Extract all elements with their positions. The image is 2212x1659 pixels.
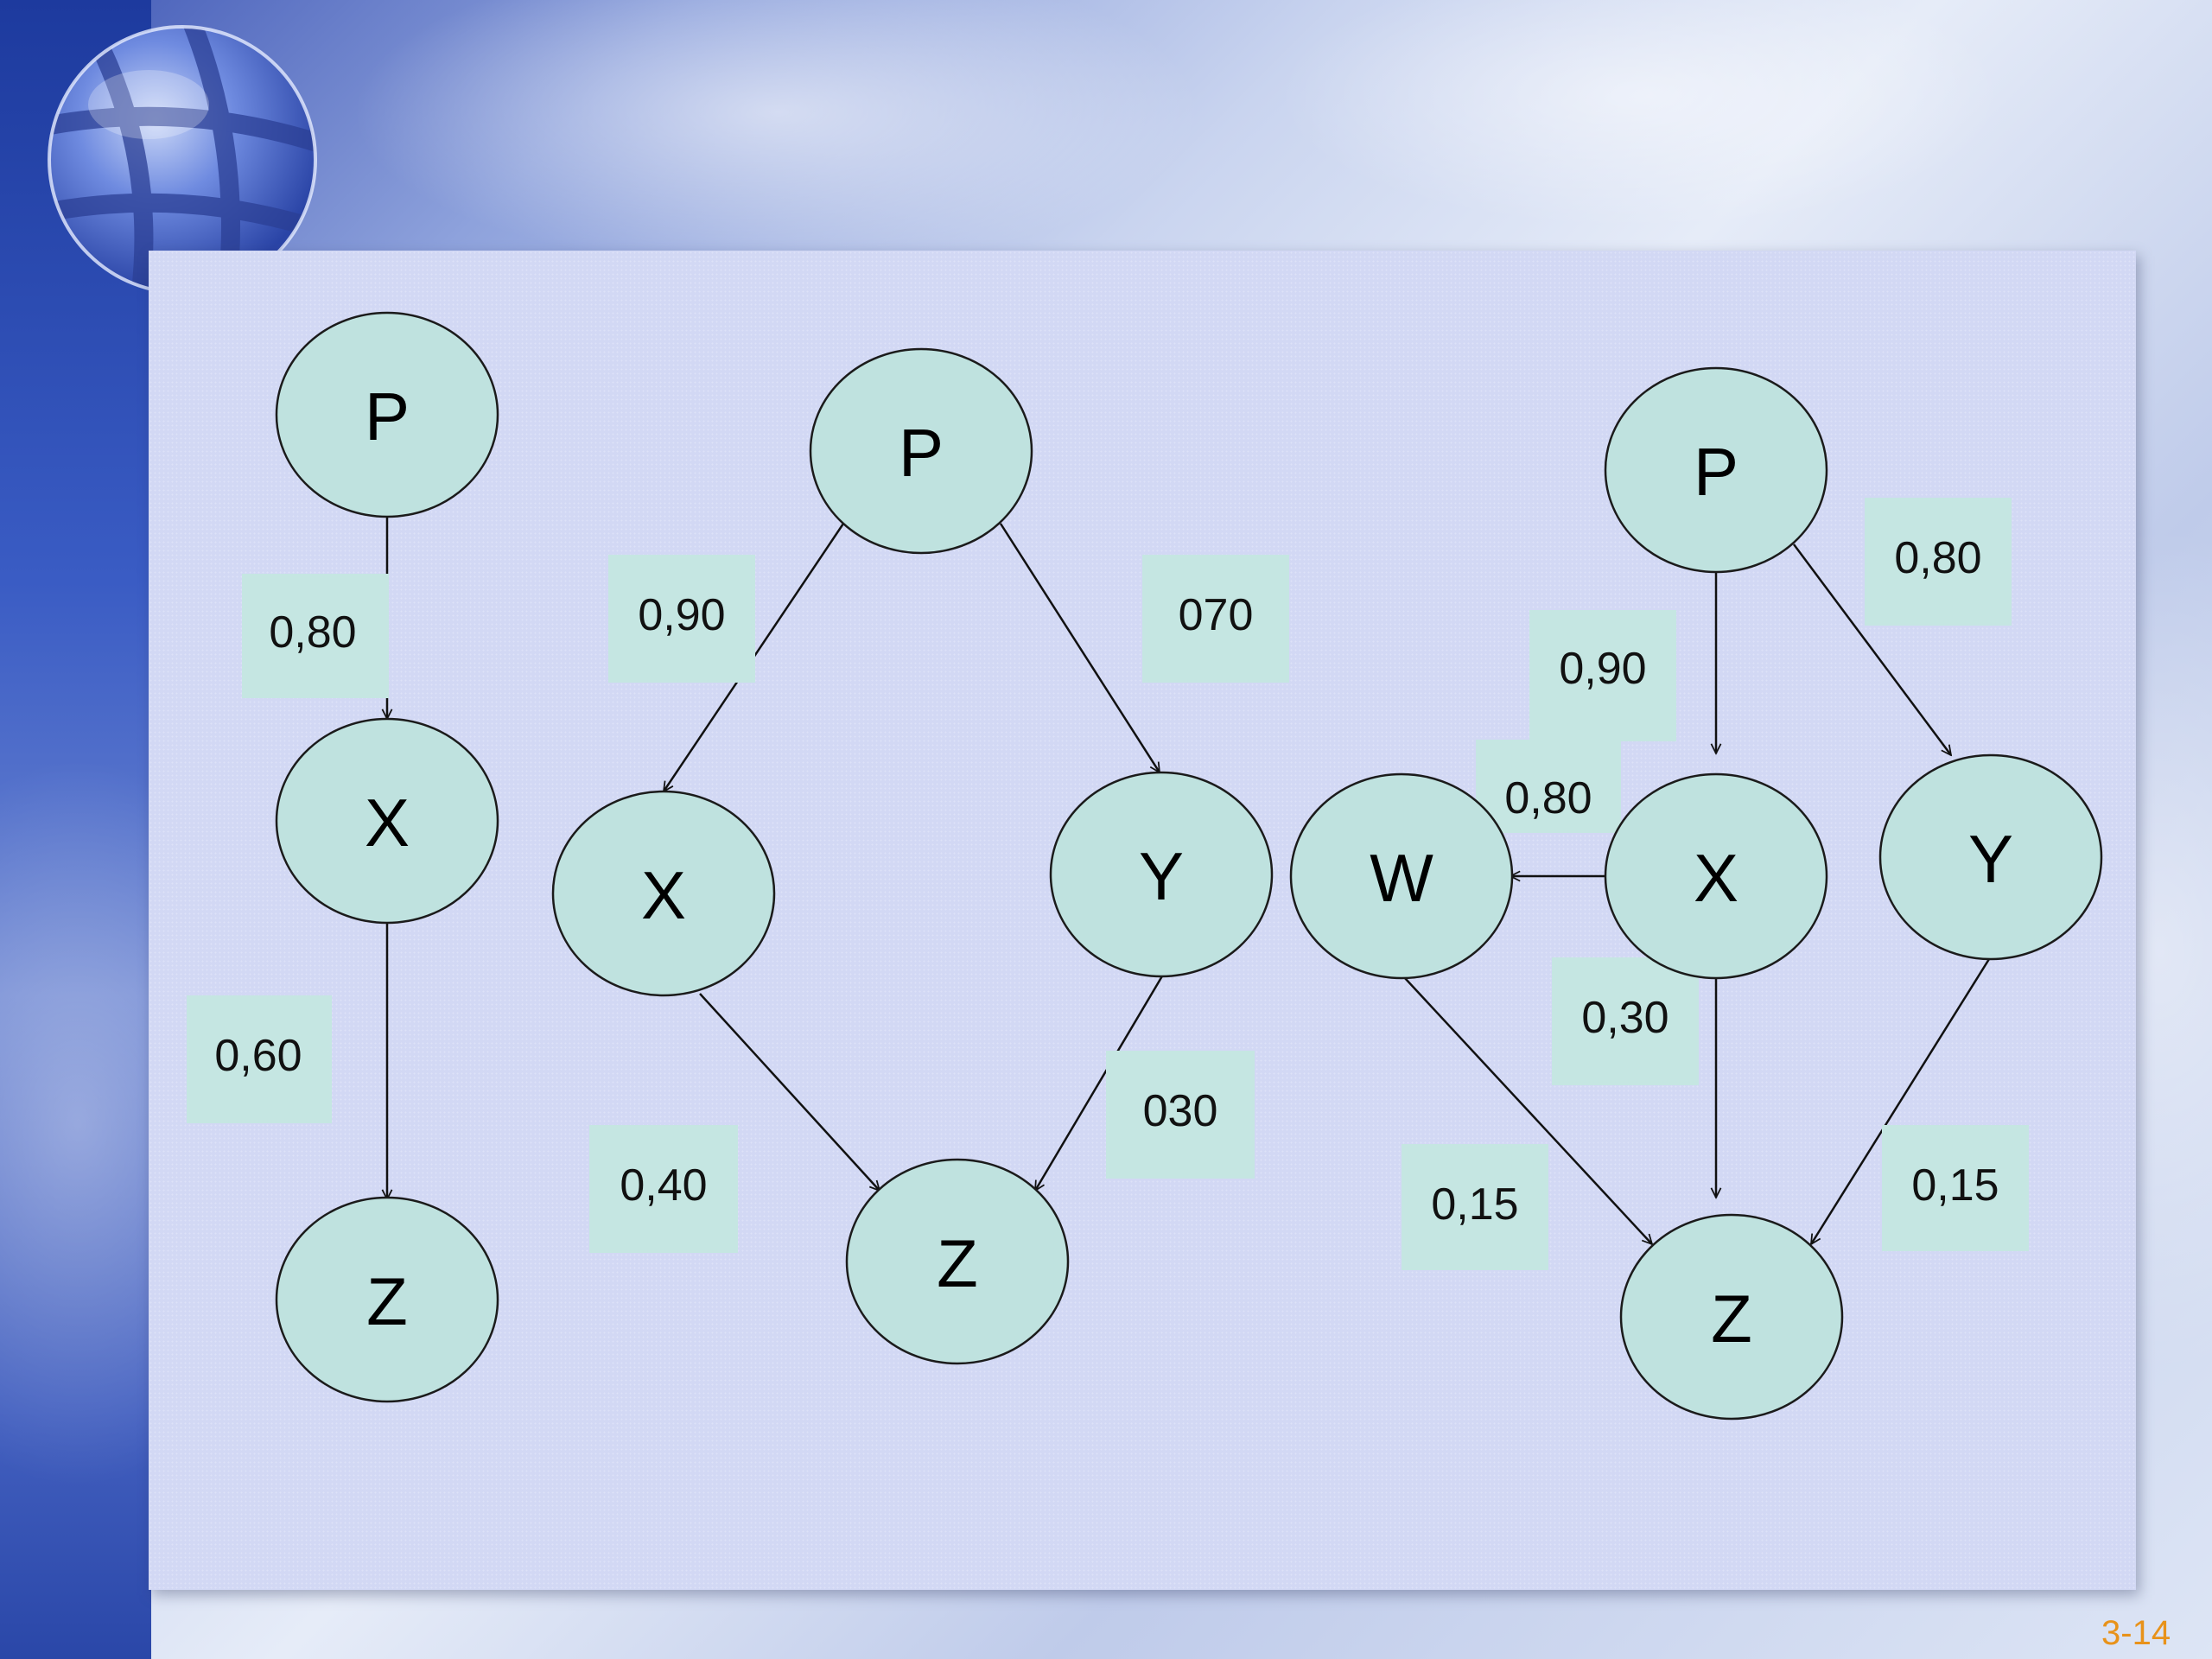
diagram-3: 0,90 0,80 0,80 0,30 0,15 0,15 P W — [1289, 366, 2103, 1421]
svg-text:0,80: 0,80 — [1504, 773, 1592, 823]
diagram-1: 0,80 0,60 P X Z — [187, 311, 499, 1403]
svg-text:0,15: 0,15 — [1431, 1179, 1518, 1230]
svg-text:0,80: 0,80 — [269, 607, 356, 658]
svg-text:0,40: 0,40 — [620, 1160, 707, 1211]
svg-text:P: P — [899, 415, 944, 491]
svg-text:P: P — [365, 378, 410, 454]
svg-text:X: X — [641, 857, 686, 933]
edge-d3-y-z — [1809, 958, 1991, 1244]
edge-d2-x-z — [699, 993, 880, 1191]
edge-label-d3-p-x: 0,90 — [1529, 610, 1676, 741]
node-d3-w: W — [1289, 772, 1514, 980]
svg-text:0,15: 0,15 — [1911, 1160, 1999, 1211]
globe-logo-icon — [48, 25, 317, 295]
edge-label-d2-p-x: 0,90 — [608, 555, 755, 683]
svg-text:Z: Z — [937, 1225, 978, 1301]
edge-d3-p-y — [1792, 543, 1951, 755]
edge-label-d3-p-y: 0,80 — [1865, 498, 2012, 626]
svg-text:Z: Z — [366, 1263, 408, 1339]
node-d2-y: Y — [1049, 771, 1274, 978]
edge-label-d2-y-z: 030 — [1106, 1051, 1255, 1179]
edge-label-d1-x-z: 0,60 — [187, 995, 332, 1123]
node-d3-x: X — [1604, 772, 1828, 980]
svg-text:0,30: 0,30 — [1581, 993, 1669, 1043]
svg-text:X: X — [1694, 840, 1738, 916]
svg-text:0,90: 0,90 — [638, 590, 725, 640]
node-d3-z: Z — [1619, 1213, 1844, 1421]
node-d3-p: P — [1604, 366, 1828, 574]
svg-text:030: 030 — [1143, 1086, 1218, 1136]
edge-label-d3-w-z: 0,15 — [1402, 1144, 1548, 1270]
svg-text:Y: Y — [1139, 838, 1184, 914]
edge-label-d3-y-z: 0,15 — [1882, 1125, 2029, 1251]
node-d1-x: X — [275, 717, 499, 925]
edge-d2-p-y — [999, 523, 1160, 772]
node-d2-z: Z — [845, 1158, 1070, 1365]
node-d2-p: P — [809, 347, 1033, 555]
edge-label-d3-x-w: 0,80 — [1476, 740, 1621, 833]
svg-text:0,60: 0,60 — [214, 1031, 302, 1081]
edge-label-d3-x-z: 0,30 — [1552, 957, 1699, 1085]
svg-text:070: 070 — [1179, 590, 1254, 640]
edge-label-d2-x-z: 0,40 — [589, 1125, 738, 1253]
diagram-2: 0,90 070 0,40 030 P X Y Z — [551, 347, 1289, 1365]
svg-text:0,80: 0,80 — [1894, 533, 1981, 583]
svg-text:Y: Y — [1968, 821, 2013, 897]
node-d1-p: P — [275, 311, 499, 518]
svg-text:0,90: 0,90 — [1559, 644, 1646, 694]
svg-text:P: P — [1694, 434, 1738, 510]
node-d2-x: X — [551, 790, 776, 997]
svg-text:Z: Z — [1711, 1281, 1752, 1357]
svg-text:W: W — [1370, 840, 1433, 916]
edge-d2-y-z — [1033, 974, 1165, 1191]
node-d3-y: Y — [1878, 753, 2103, 961]
edge-d3-w-z — [1404, 977, 1652, 1244]
node-d1-z: Z — [275, 1196, 499, 1403]
slide-number: 3-14 — [2101, 1614, 2171, 1652]
edge-label-d2-p-y: 070 — [1142, 555, 1289, 683]
edge-label-d1-p-x: 0,80 — [242, 574, 389, 698]
svg-text:X: X — [365, 785, 410, 861]
